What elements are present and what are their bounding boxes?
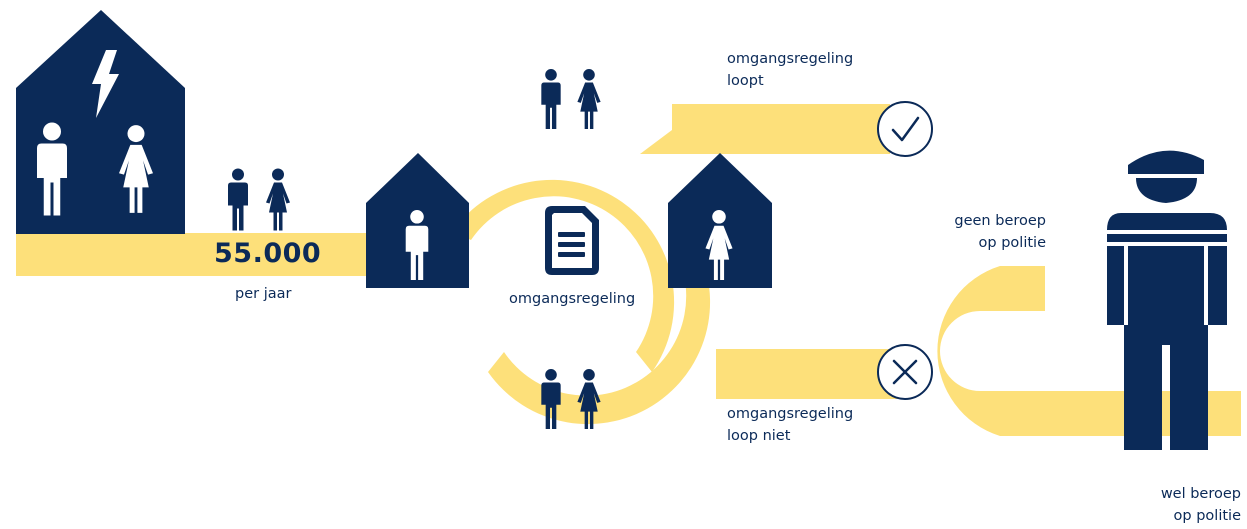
- father-house: [366, 153, 469, 288]
- arrow-notch: [452, 343, 478, 368]
- house-icon: [16, 10, 185, 234]
- success-label: omgangsregeling loopt: [727, 48, 853, 92]
- mother-house: [668, 153, 772, 288]
- police-branch-track: [937, 266, 1241, 436]
- yearly-count: 55.000: [214, 238, 322, 269]
- failure-label: omgangsregeling loop niet: [727, 403, 853, 447]
- failure-label-line-1: omgangsregeling: [727, 406, 854, 422]
- center-label: omgangsregeling: [509, 291, 636, 307]
- no-police-label-line-2: op politie: [978, 235, 1046, 251]
- woman-icon: [266, 168, 290, 231]
- man-icon: [228, 168, 248, 231]
- failure-label-line-2: loop niet: [727, 428, 791, 444]
- upper-arc-track: [452, 179, 675, 372]
- success-label-line-2: loopt: [727, 73, 764, 89]
- police-call-label: wel beroep op politie: [1161, 483, 1241, 527]
- police-call-label-line-2: op politie: [1173, 508, 1241, 524]
- woman-icon: [577, 69, 601, 129]
- yearly-count-caption: per jaar: [235, 286, 292, 302]
- family-house: [16, 10, 185, 234]
- success-label-line-1: omgangsregeling: [727, 51, 854, 67]
- checkmark-icon: [877, 101, 933, 157]
- children-top: [541, 69, 601, 129]
- entry-track: [16, 233, 376, 276]
- yellow-track: [16, 104, 1241, 436]
- lightning-icon: [92, 50, 119, 118]
- man-icon: [541, 69, 561, 129]
- no-police-label-line-1: geen beroep: [954, 213, 1046, 229]
- police-call-label-line-1: wel beroep: [1160, 486, 1241, 502]
- document-icon: [545, 206, 599, 275]
- children-group: [228, 168, 290, 231]
- cross-icon: [877, 344, 933, 400]
- no-police-label: geen beroep op politie: [954, 210, 1046, 254]
- failure-track: [716, 349, 901, 399]
- success-track: [640, 104, 890, 154]
- success-track-notch: [640, 104, 672, 154]
- police-officer-icon: [1106, 150, 1228, 450]
- lower-arc-track: [488, 232, 711, 425]
